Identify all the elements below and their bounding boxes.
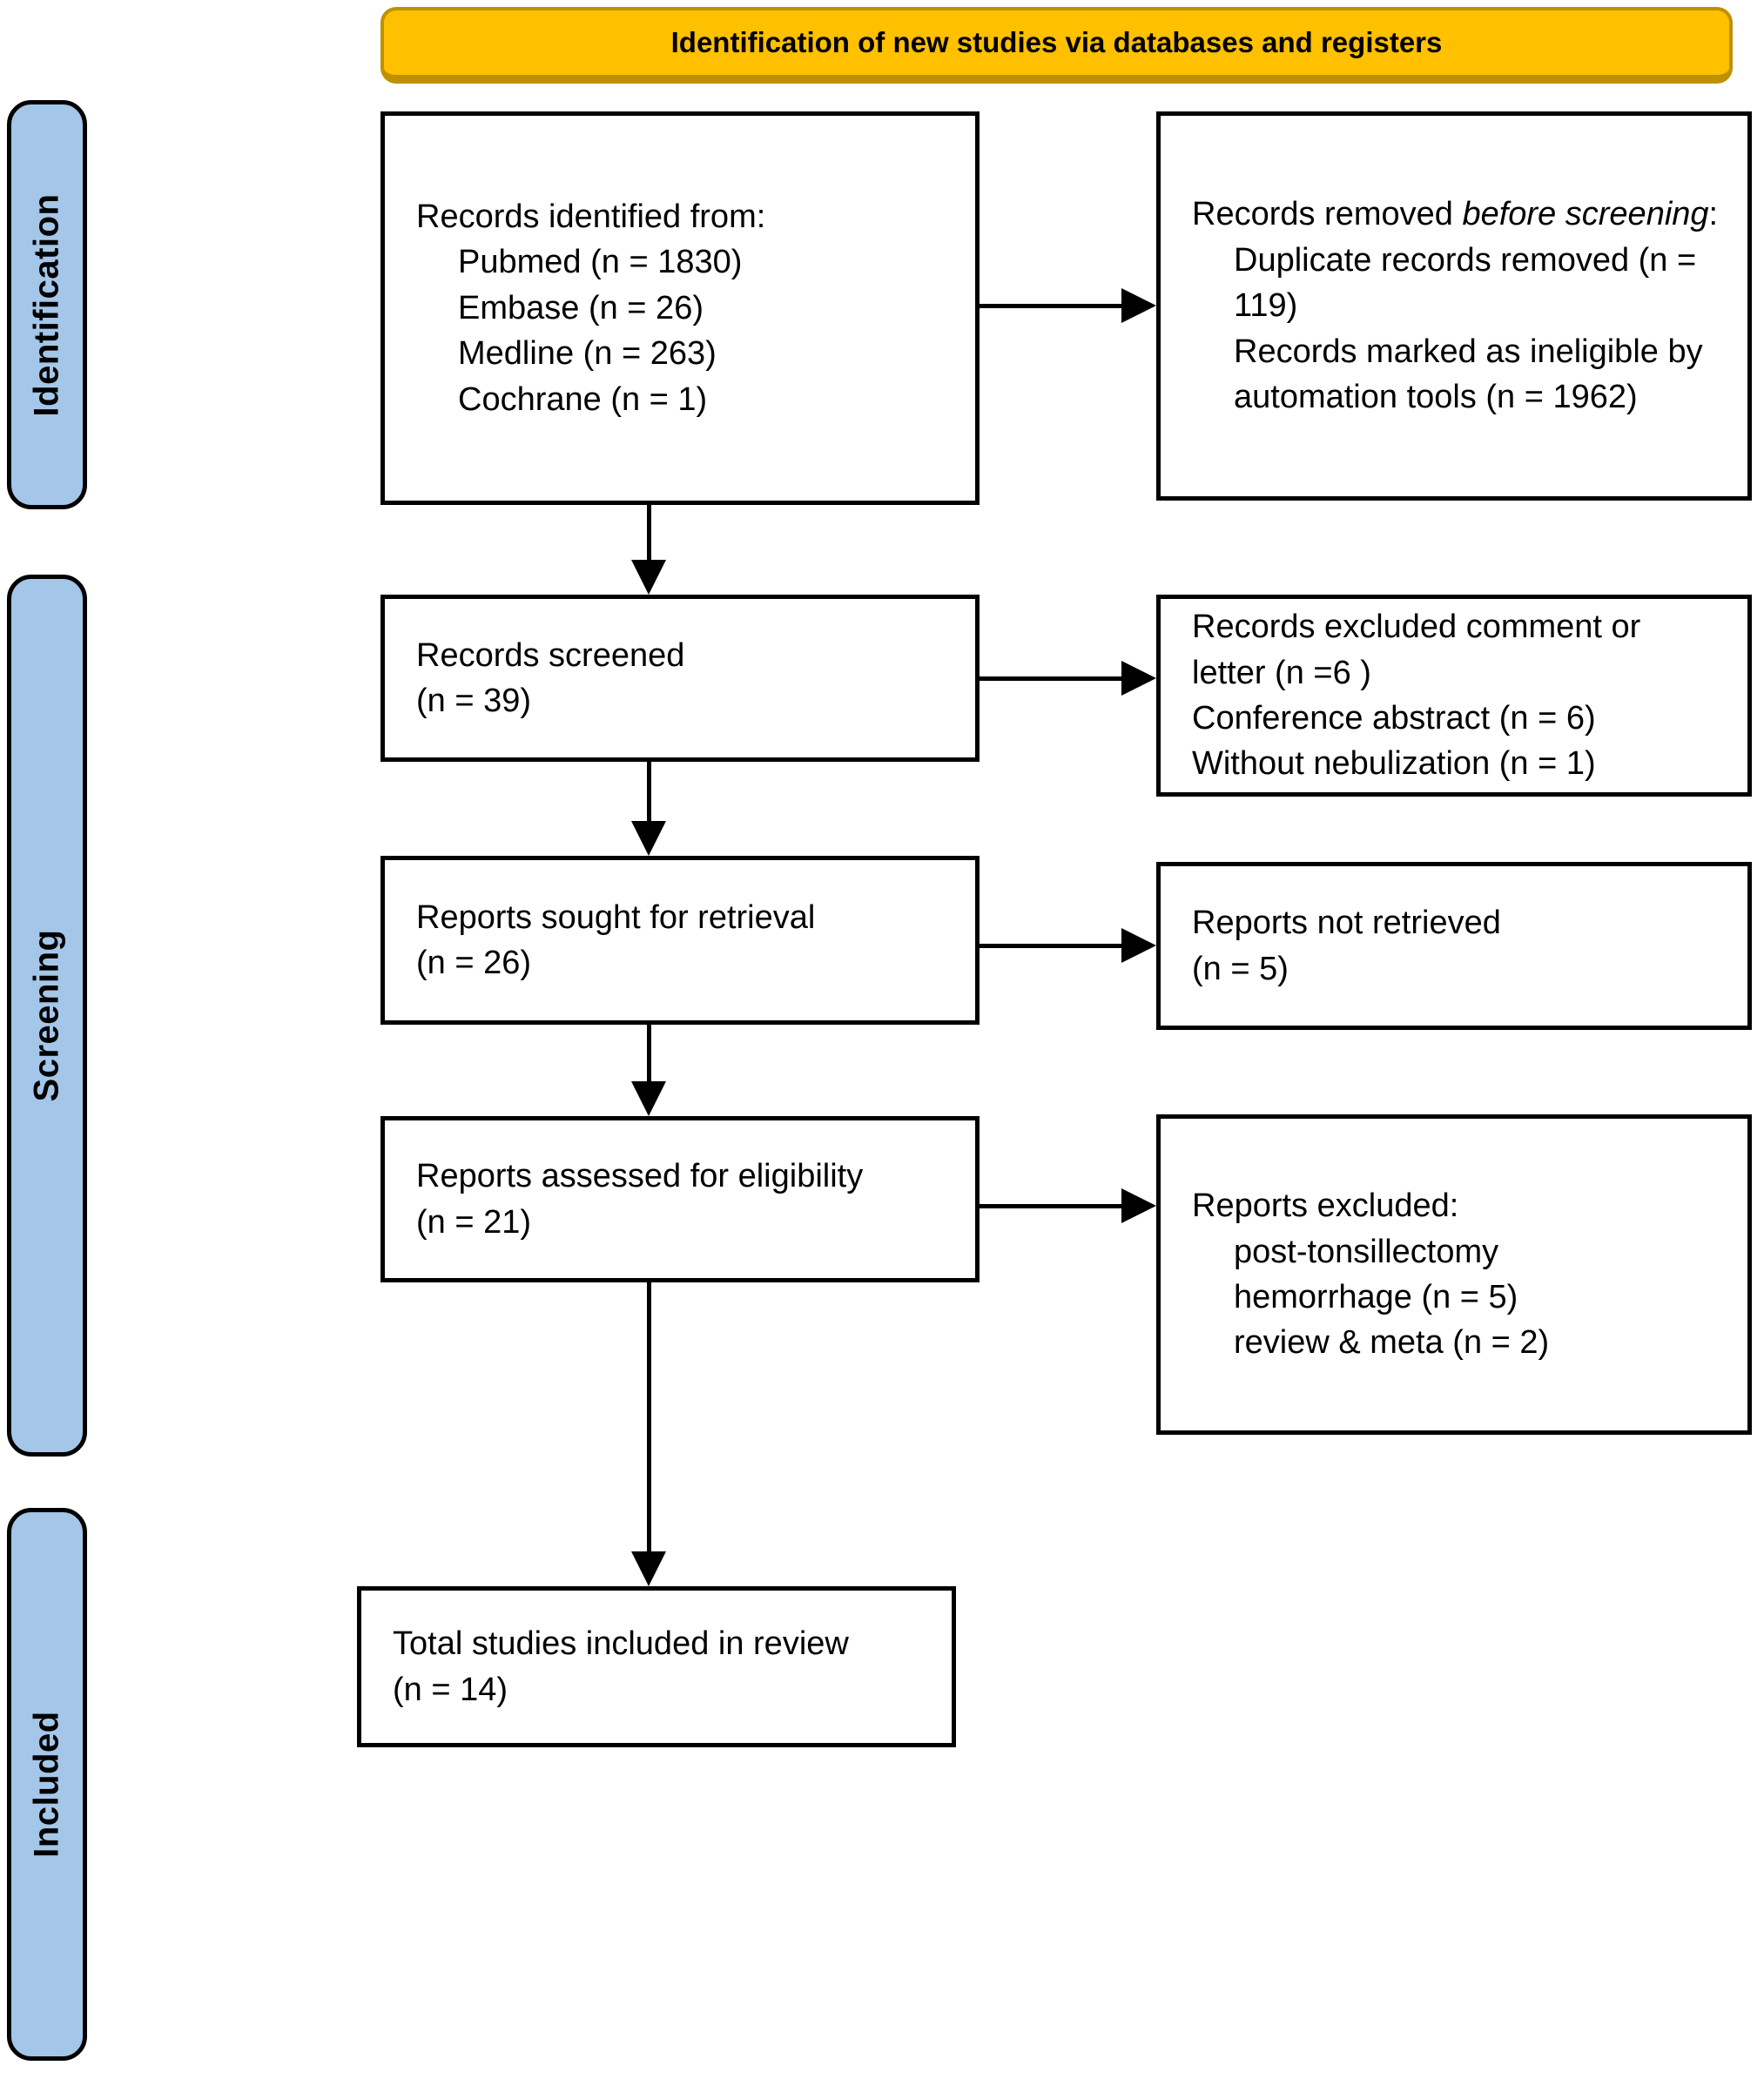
list-item: Conference abstract (n = 6): [1192, 700, 1596, 737]
stage-label-included-text: Included: [27, 1711, 66, 1858]
list-item: Records marked as ineligible by automati…: [1234, 333, 1703, 416]
list-item: review & meta (n = 2): [1234, 1324, 1550, 1362]
box-records-removed-title-prefix: Records removed: [1192, 196, 1463, 233]
box-reports-assessed-line1: Reports assessed for eligibility: [416, 1158, 864, 1195]
box-reports-not-retrieved-line2: (n = 5): [1192, 950, 1289, 987]
box-records-removed-title: Records removed before screening:: [1192, 192, 1723, 237]
arrow-right-identified-to-removed: [980, 304, 1126, 308]
box-total-included-line1: Total studies included in review: [393, 1625, 849, 1663]
arrow-down-assessed-to-total: [647, 1282, 651, 1554]
box-records-removed-title-suffix: :: [1708, 196, 1719, 233]
list-item: Without nebulization (n = 1): [1192, 745, 1596, 783]
list-item: hemorrhage (n = 5): [1234, 1279, 1518, 1315]
arrow-down-screened-to-sought: [647, 762, 651, 825]
title-banner: Identification of new studies via databa…: [380, 7, 1733, 84]
list-item: Medline (n = 263): [458, 335, 717, 373]
box-reports-assessed-line2: (n = 21): [416, 1203, 532, 1241]
list-item: post-tonsillectomy: [1234, 1233, 1499, 1270]
stage-label-screening: Screening: [7, 575, 87, 1457]
box-reports-sought-line1: Reports sought for retrieval: [416, 898, 816, 936]
title-banner-label: Identification of new studies via databa…: [670, 26, 1443, 58]
box-records-screened-line2: (n = 39): [416, 683, 532, 719]
arrow-right-head-icon: [1121, 661, 1156, 696]
list-item: Embase (n = 26): [458, 289, 704, 326]
box-records-removed: Records removed before screening: Duplic…: [1156, 111, 1752, 501]
stage-label-included: Included: [7, 1508, 87, 2061]
box-reports-sought-line2: (n = 26): [416, 945, 532, 981]
box-records-excluded: Records excluded comment or letter (n =6…: [1156, 595, 1752, 797]
list-item: Records excluded comment or letter (n =6…: [1192, 609, 1641, 691]
arrow-down-head-icon: [631, 1081, 666, 1116]
arrow-right-screened-to-excluded: [980, 676, 1126, 681]
box-reports-not-retrieved-line1: Reports not retrieved: [1192, 905, 1501, 942]
arrow-down-head-icon: [631, 1551, 666, 1586]
arrow-down-sought-to-assessed: [647, 1025, 651, 1084]
stage-label-identification: Identification: [7, 100, 87, 509]
box-reports-not-retrieved: Reports not retrieved (n = 5): [1156, 862, 1752, 1030]
box-total-included-line2: (n = 14): [393, 1671, 508, 1708]
list-item: Pubmed (n = 1830): [458, 244, 743, 281]
box-records-removed-title-italic: before screening: [1462, 196, 1709, 233]
arrow-down-identified-to-screened: [647, 505, 651, 564]
list-item: Duplicate records removed (n = 119): [1234, 241, 1697, 325]
box-reports-excluded: Reports excluded: post-tonsillectomy hem…: [1156, 1114, 1752, 1435]
arrow-right-assessed-to-excluded: [980, 1204, 1126, 1208]
arrow-right-head-icon: [1121, 928, 1156, 963]
stage-label-screening-text: Screening: [27, 929, 66, 1102]
arrow-right-head-icon: [1121, 288, 1156, 323]
list-item: Cochrane (n = 1): [458, 380, 708, 418]
box-records-screened-line1: Records screened: [416, 636, 685, 674]
arrow-right-head-icon: [1121, 1188, 1156, 1223]
box-records-identified: Records identified from: Pubmed (n = 183…: [380, 111, 980, 505]
stage-label-identification-text: Identification: [27, 193, 66, 416]
arrow-down-head-icon: [631, 821, 666, 856]
box-total-included: Total studies included in review (n = 14…: [357, 1586, 956, 1747]
box-reports-excluded-title: Reports excluded:: [1192, 1188, 1459, 1225]
arrow-right-sought-to-not-retrieved: [980, 944, 1126, 948]
box-records-identified-title: Records identified from:: [416, 198, 766, 235]
arrow-down-head-icon: [631, 560, 666, 595]
box-records-screened: Records screened (n = 39): [380, 595, 980, 762]
box-reports-sought: Reports sought for retrieval (n = 26): [380, 856, 980, 1025]
box-reports-assessed: Reports assessed for eligibility (n = 21…: [380, 1116, 980, 1282]
